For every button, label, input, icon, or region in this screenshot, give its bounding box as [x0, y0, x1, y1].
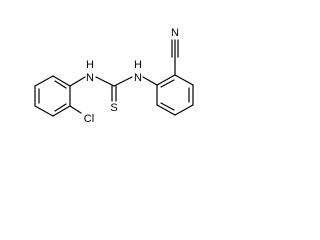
left-benzene-ring	[34, 75, 71, 117]
atom-n: N	[134, 72, 142, 84]
bond-n-right-c	[142, 76, 158, 86]
atom-label-n-left: N H	[86, 59, 94, 84]
right-benzene-ring	[156, 74, 194, 116]
atom-label-n-right: N H	[134, 59, 142, 84]
atom-cl: Cl	[84, 113, 94, 125]
double-bond-inner	[54, 80, 67, 89]
bond	[52, 105, 71, 117]
bond	[52, 75, 71, 87]
atom-h: H	[86, 59, 94, 71]
atom-nitrile-n: N	[171, 27, 179, 39]
bond	[156, 104, 176, 116]
bond	[156, 74, 176, 86]
chemical-structure-diagram: N H N H S N Cl	[34, 27, 194, 125]
bond-c-cl	[69, 105, 82, 114]
bond	[34, 105, 54, 117]
double-bond-inner	[54, 103, 67, 112]
atom-s: S	[110, 102, 117, 114]
double-bond-inner	[160, 102, 175, 111]
bond-n-left-c	[95, 76, 115, 87]
bond	[174, 104, 194, 116]
double-bond-inner	[160, 79, 175, 88]
atom-h: H	[134, 59, 142, 71]
atom-n: N	[86, 72, 94, 84]
bond-c-n-left	[69, 76, 86, 87]
bond	[34, 75, 54, 87]
bond-c-n-right	[113, 76, 133, 87]
bond	[174, 74, 194, 86]
